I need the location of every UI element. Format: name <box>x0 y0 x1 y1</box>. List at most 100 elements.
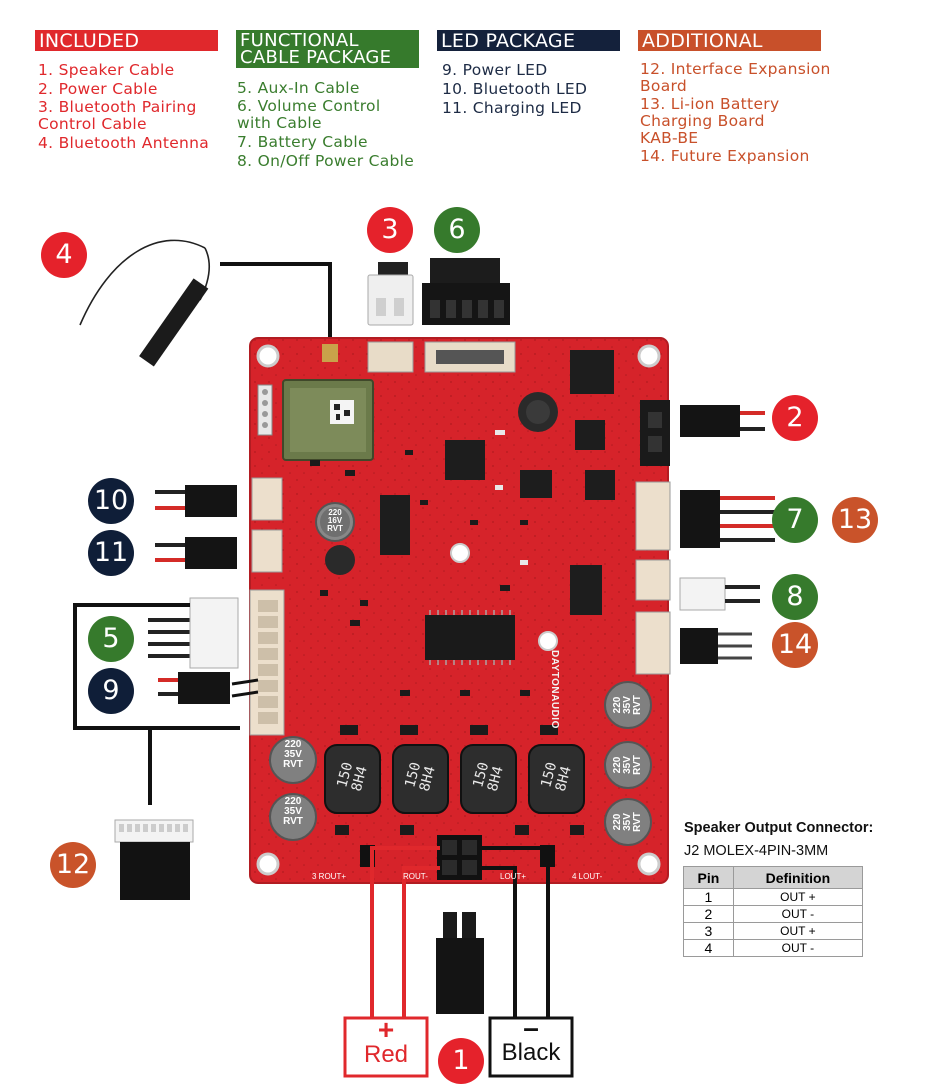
cap-small-b: 16V <box>327 516 343 525</box>
cap-text-c: RVT <box>283 759 303 770</box>
charging-led-plug <box>155 537 237 569</box>
pairing-connector <box>367 262 414 326</box>
functional-header-text: FUNCTIONAL CABLE PACKAGE <box>240 30 392 68</box>
pin-header: Pin <box>683 866 734 889</box>
definition-header: Definition <box>732 866 864 889</box>
volume-connector <box>422 258 510 325</box>
list-item: 7. Battery Cable <box>237 133 368 151</box>
silk-rout-plus: 3 ROUT+ <box>312 872 347 881</box>
badge-14: 14 <box>772 622 818 668</box>
onoff-cable-plug <box>679 577 760 611</box>
red-box <box>343 1016 429 1078</box>
amplifier-board <box>249 337 671 884</box>
badge-4: 4 <box>41 232 87 278</box>
badge-5: 5 <box>88 616 134 662</box>
plus-sign: + <box>377 1014 395 1045</box>
additional-list: 12. Interface Expansion Board 13. Li-ion… <box>640 61 840 166</box>
bluetooth-led-plug <box>155 485 237 517</box>
additional-header: ADDITIONAL <box>638 30 821 51</box>
silk-rout-minus: ROUT- <box>403 872 428 881</box>
future-expansion-plug <box>680 628 752 664</box>
pin-cell: 4 <box>683 939 734 957</box>
list-item: 5. Aux-In Cable <box>237 79 360 97</box>
included-list: 1. Speaker Cable 2. Power Cable 3. Bluet… <box>38 61 228 153</box>
cap-text-c: RVT <box>632 755 643 775</box>
badge-11: 11 <box>88 530 134 576</box>
functional-list: 5. Aux-In Cable 6. Volume Control with C… <box>237 79 437 171</box>
cap-text-c: RVT <box>632 812 643 832</box>
red-label: Red <box>363 1041 409 1068</box>
badge-7: 7 <box>772 497 818 543</box>
list-item: 4. Bluetooth Antenna <box>38 134 210 152</box>
list-item: 1. Speaker Cable <box>38 61 175 79</box>
led-header: LED PACKAGE <box>437 30 620 51</box>
list-item: 2. Power Cable <box>38 80 158 98</box>
expansion-bracket <box>73 603 240 730</box>
badge-13: 13 <box>832 497 878 543</box>
red-polarity-label: + Red <box>345 1014 427 1068</box>
badge-12: 12 <box>50 842 96 888</box>
minus-sign: – <box>523 1012 539 1043</box>
speaker-plug <box>436 912 484 1014</box>
black-box <box>488 1016 574 1078</box>
black-label: Black <box>501 1039 561 1066</box>
speaker-wires <box>370 846 550 1018</box>
badge-10: 10 <box>88 478 134 524</box>
table-row: 2 OUT - <box>683 905 864 923</box>
badge-3: 3 <box>367 207 413 253</box>
included-header: INCLUDED <box>35 30 218 51</box>
badge-9: 9 <box>88 668 134 714</box>
silk-lout-plus: LOUT+ <box>500 872 527 881</box>
definition-cell: OUT + <box>732 922 864 940</box>
list-item: 6. Volume Control with Cable <box>237 97 381 132</box>
functional-header: FUNCTIONAL CABLE PACKAGE <box>236 30 419 68</box>
cap-text-b: 35V <box>284 806 302 817</box>
silk-lout-minus: 4 LOUT- <box>572 872 603 881</box>
list-item: 9. Power LED <box>442 61 548 79</box>
cap-small-a: 220 <box>328 508 342 517</box>
badge-6: 6 <box>434 207 480 253</box>
definition-cell: OUT + <box>732 888 864 906</box>
badge-8: 8 <box>772 574 818 620</box>
badge-2: 2 <box>772 395 818 441</box>
table-row: 4 OUT - <box>683 939 864 957</box>
speaker-connector-subtitle: J2 MOLEX-4PIN-3MM <box>684 843 829 859</box>
pin-table: Pin Definition 1 OUT + 2 OUT - 3 OUT + 4… <box>683 866 864 957</box>
list-item: 12. Interface Expansion Board <box>640 60 831 95</box>
table-row: 3 OUT + <box>683 922 864 940</box>
cap-text-a: 220 <box>284 739 302 750</box>
pin-cell: 2 <box>683 905 734 923</box>
table-row: 1 OUT + <box>683 888 864 906</box>
badge-1: 1 <box>438 1038 484 1084</box>
battery-cable-plug <box>680 490 775 548</box>
cap-text-c: RVT <box>632 695 643 715</box>
cap-text-a: 220 <box>284 796 302 807</box>
list-item: 11. Charging LED <box>442 99 582 117</box>
list-item: 14. Future Expansion <box>640 147 810 165</box>
antenna <box>79 239 210 367</box>
power-led-plug <box>158 672 259 704</box>
led-list: 9. Power LED 10. Bluetooth LED 11. Charg… <box>442 61 632 118</box>
table-header-row: Pin Definition <box>683 866 864 889</box>
pin-cell: 1 <box>683 888 734 906</box>
cap-text-b: 35V <box>284 749 302 760</box>
antenna-lead-line <box>220 262 332 345</box>
cap-small-c: RVT <box>327 524 343 533</box>
black-polarity-label: – Black <box>490 1012 572 1068</box>
board-brand-text: DAYTONAUDIO <box>549 650 560 729</box>
list-item: 10. Bluetooth LED <box>442 80 588 98</box>
definition-cell: OUT - <box>732 939 864 957</box>
list-item: 13. Li-ion Battery Charging Board KAB-BE <box>640 95 780 147</box>
list-item: 8. On/Off Power Cable <box>237 152 415 170</box>
aux-in-plug <box>148 597 239 669</box>
speaker-connector-title: Speaker Output Connector: <box>684 820 874 836</box>
interface-expansion-cable <box>114 819 194 900</box>
definition-cell: OUT - <box>732 905 864 923</box>
list-item: 3. Bluetooth Pairing Control Cable <box>38 98 197 133</box>
